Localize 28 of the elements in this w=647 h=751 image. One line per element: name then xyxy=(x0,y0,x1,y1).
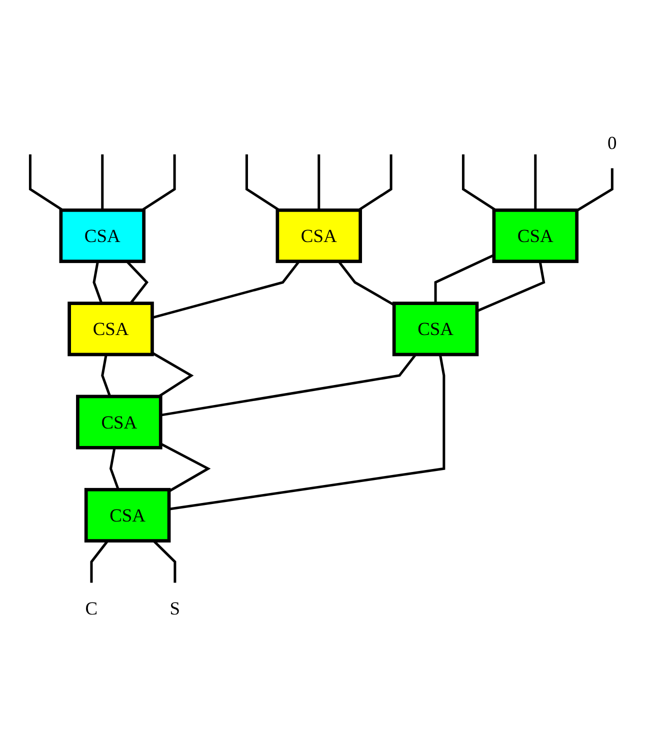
connector xyxy=(28,154,64,212)
node-box xyxy=(59,208,146,264)
node-box xyxy=(76,394,162,450)
node-box xyxy=(84,488,171,542)
connector xyxy=(92,261,103,304)
connector xyxy=(109,447,120,490)
node-box xyxy=(68,302,154,356)
connector xyxy=(576,168,614,212)
connector xyxy=(476,261,546,312)
connector xyxy=(168,354,446,510)
node-box xyxy=(276,208,362,264)
connector xyxy=(434,254,494,304)
node-box xyxy=(492,208,579,264)
node-text: C xyxy=(85,598,98,619)
connector xyxy=(534,154,537,210)
connector xyxy=(90,540,109,583)
node-text: S xyxy=(170,598,180,619)
connector xyxy=(101,154,104,210)
connector xyxy=(152,260,300,319)
connector xyxy=(462,154,496,212)
connector xyxy=(101,354,112,397)
connector xyxy=(245,154,280,212)
connector xyxy=(141,154,176,212)
connector xyxy=(338,260,395,306)
connector xyxy=(318,154,320,210)
node-box xyxy=(392,302,479,356)
connector xyxy=(358,154,392,212)
node-text: 0 xyxy=(608,132,617,154)
